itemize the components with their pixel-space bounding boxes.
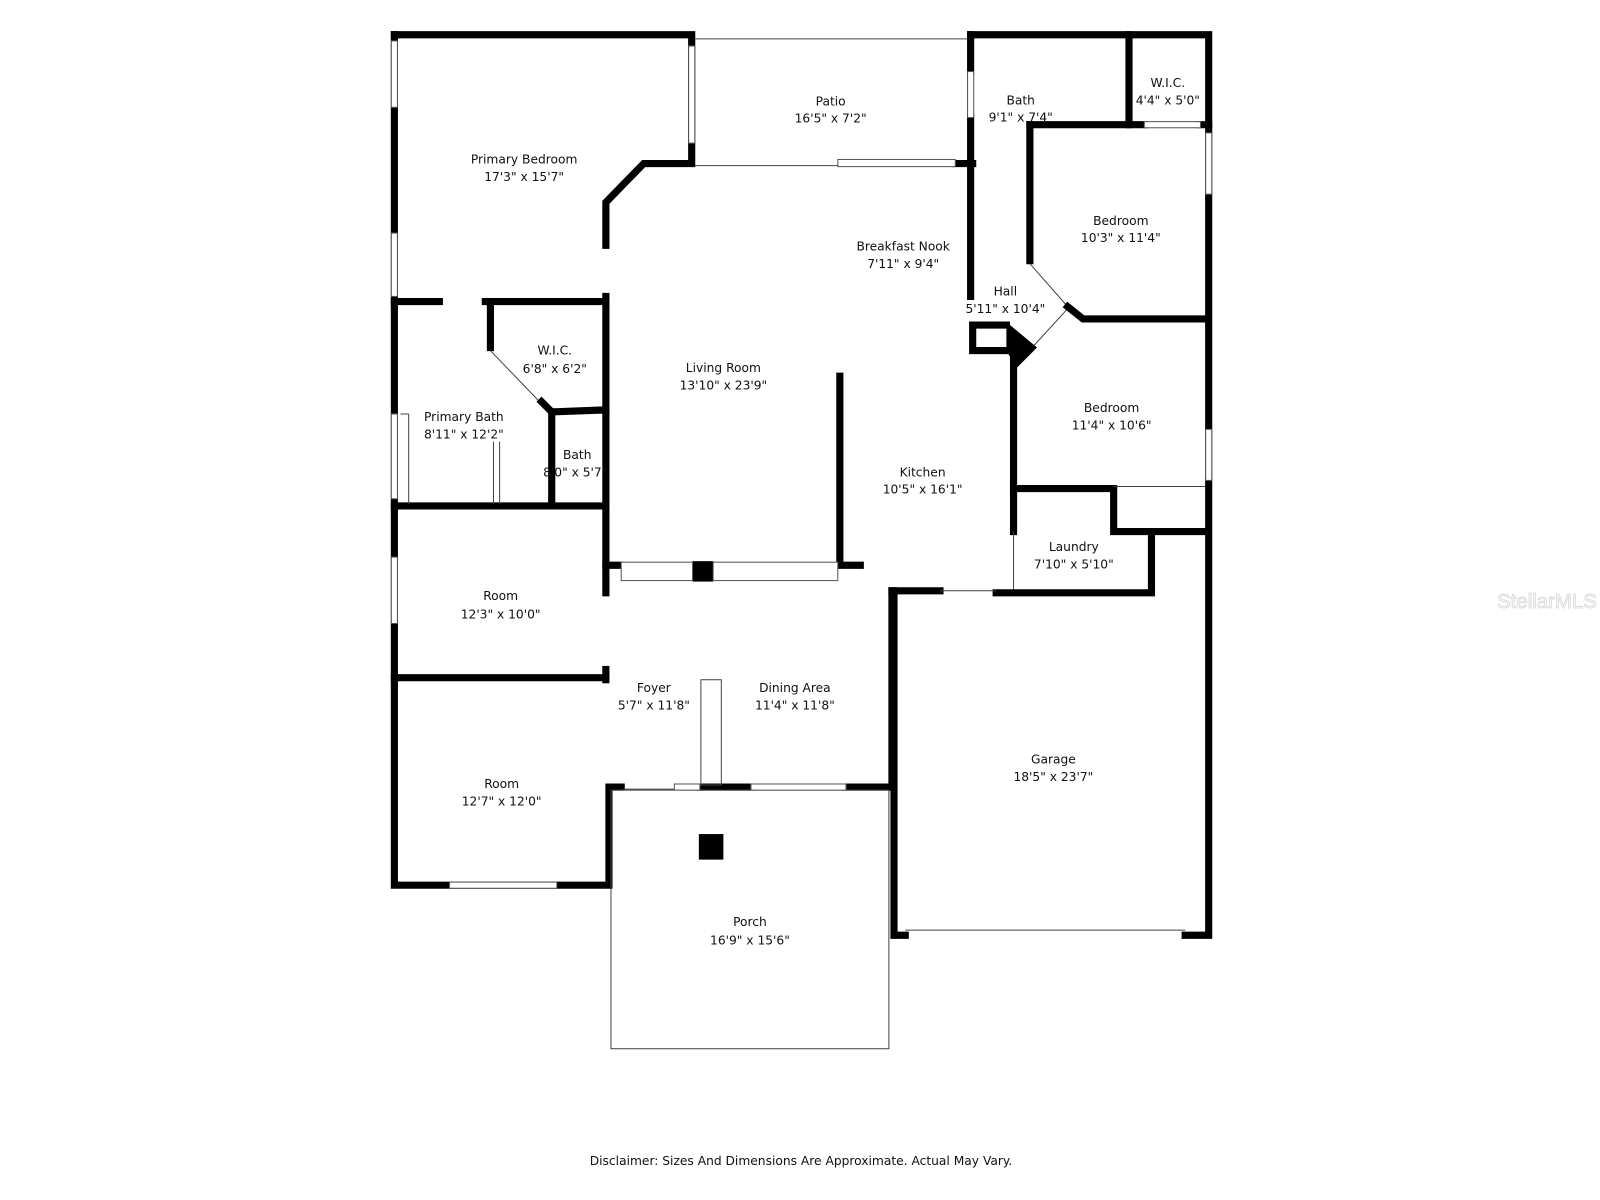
room-size: 7'11" x 9'4" (867, 257, 939, 271)
room-size: 5'11" x 10'4" (965, 302, 1045, 316)
room-name: Dining Area (759, 681, 831, 695)
room-name: W.I.C. (538, 344, 573, 358)
room-name: Room (484, 777, 519, 791)
room-size: 18'5" x 23'7" (1013, 770, 1093, 784)
watermark: StellarMLS (1497, 591, 1597, 613)
room-name: Bedroom (1093, 214, 1148, 228)
room-name: Primary Bath (424, 410, 504, 424)
room-size: 9'1" x 7'4" (989, 111, 1053, 125)
room-name: Breakfast Nook (856, 239, 950, 253)
room-labels: Primary Bedroom 17'3" x 15'7" Patio 16'5… (424, 76, 1200, 948)
room-name: Porch (733, 915, 767, 929)
room-size: 8'0" x 5'7" (543, 465, 607, 479)
disclaimer: Disclaimer: Sizes And Dimensions Are App… (590, 1154, 1013, 1168)
room-size: 11'4" x 11'8" (755, 698, 835, 712)
room-name: W.I.C. (1151, 76, 1186, 90)
room-size: 10'5" x 16'1" (883, 483, 963, 497)
room-size: 16'9" x 15'6" (710, 933, 790, 947)
room-size: 12'7" x 12'0" (462, 794, 542, 808)
room-size: 17'3" x 15'7" (484, 170, 564, 184)
room-size: 4'4" x 5'0" (1136, 93, 1200, 107)
room-name: Laundry (1049, 540, 1099, 554)
room-name: Room (483, 589, 518, 603)
walls (390, 31, 1213, 1050)
room-name: Primary Bedroom (471, 153, 578, 167)
room-size: 13'10" x 23'9" (680, 378, 768, 392)
room-name: Garage (1031, 753, 1076, 767)
room-size: 8'11" x 12'2" (424, 427, 504, 441)
room-size: 5'7" x 11'8" (618, 698, 690, 712)
room-size: 16'5" x 7'2" (795, 112, 867, 126)
room-name: Bath (1006, 93, 1034, 107)
windows (390, 40, 1213, 889)
room-name: Kitchen (900, 465, 946, 479)
room-name: Bedroom (1084, 401, 1139, 415)
room-size: 7'10" x 5'10" (1034, 557, 1114, 571)
room-name: Bath (563, 448, 591, 462)
room-name: Patio (816, 94, 846, 108)
porch-column (698, 834, 724, 860)
room-size: 11'4" x 10'6" (1072, 418, 1152, 432)
room-name: Living Room (686, 361, 761, 375)
room-name: Foyer (637, 681, 672, 695)
room-size: 12'3" x 10'0" (461, 607, 541, 621)
room-name: Hall (994, 284, 1018, 298)
room-size: 10'3" x 11'4" (1081, 231, 1161, 245)
room-size: 6'8" x 6'2" (523, 362, 587, 376)
